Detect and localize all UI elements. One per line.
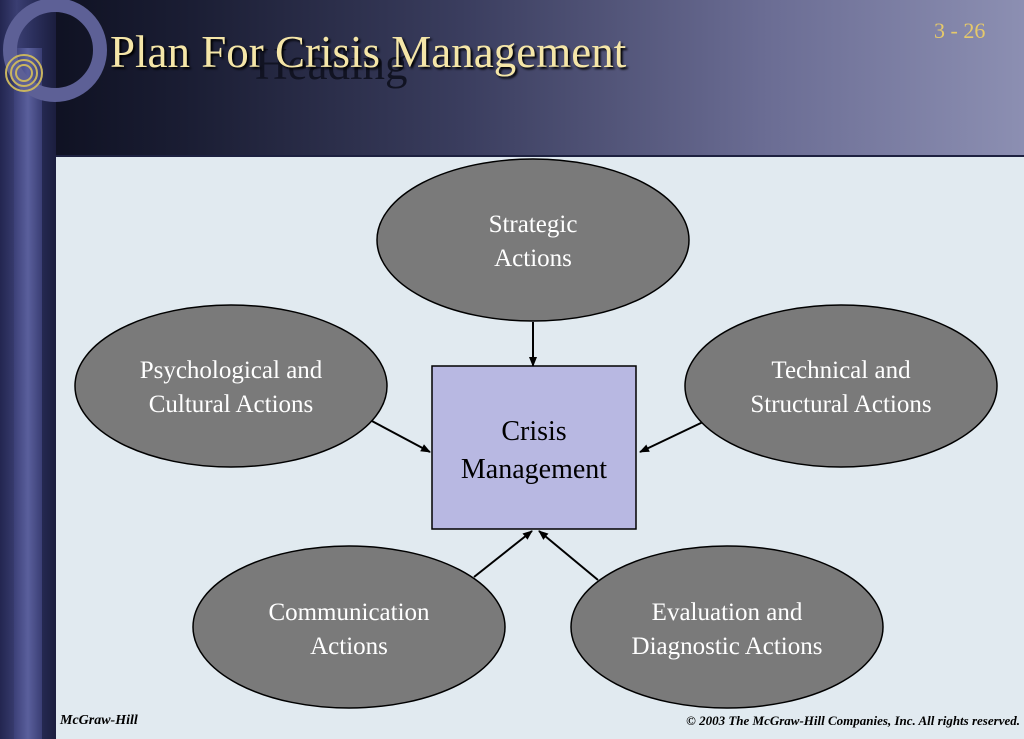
center-crisis-management: Crisis Management xyxy=(431,365,637,530)
footer-bar xyxy=(56,710,1024,739)
node-communication-line1: Communication xyxy=(268,599,430,626)
node-psychological: Psychological and Cultural Actions xyxy=(74,304,388,468)
footer-publisher: McGraw-Hill xyxy=(60,713,138,728)
header-band xyxy=(0,0,1024,155)
center-line2: Management xyxy=(461,454,607,485)
footer-copyright: © 2003 The McGraw-Hill Companies, Inc. A… xyxy=(686,713,1020,728)
ghost-heading: Heading xyxy=(255,39,408,89)
center-line1: Crisis xyxy=(501,416,566,447)
arrow-evaluation xyxy=(538,530,599,581)
left-decor-bar xyxy=(14,48,42,739)
node-strategic: Strategic Actions xyxy=(376,158,690,322)
arrow-communication xyxy=(473,530,533,578)
node-communication: Communication Actions xyxy=(192,545,506,709)
node-evaluation: Evaluation and Diagnostic Actions xyxy=(570,545,884,709)
node-technical-line2: Structural Actions xyxy=(750,391,931,418)
corner-rings-icon xyxy=(3,0,107,102)
node-psychological-line2: Cultural Actions xyxy=(149,391,314,418)
node-evaluation-line2: Diagnostic Actions xyxy=(632,633,823,660)
arrow-technical xyxy=(639,421,704,453)
node-psychological-line1: Psychological and xyxy=(140,357,323,384)
node-strategic-line1: Strategic xyxy=(489,211,578,238)
node-technical: Technical and Structural Actions xyxy=(684,304,998,468)
left-decor-strip xyxy=(0,0,56,739)
arrow-psychological xyxy=(369,419,431,453)
node-technical-line1: Technical and xyxy=(771,357,911,384)
slide-number: 3 - 26 xyxy=(934,18,986,43)
node-communication-line2: Actions xyxy=(310,633,388,660)
node-evaluation-line1: Evaluation and xyxy=(652,599,803,626)
node-strategic-line2: Actions xyxy=(494,245,572,272)
slide-title: Plan For Crisis Management xyxy=(110,27,627,77)
